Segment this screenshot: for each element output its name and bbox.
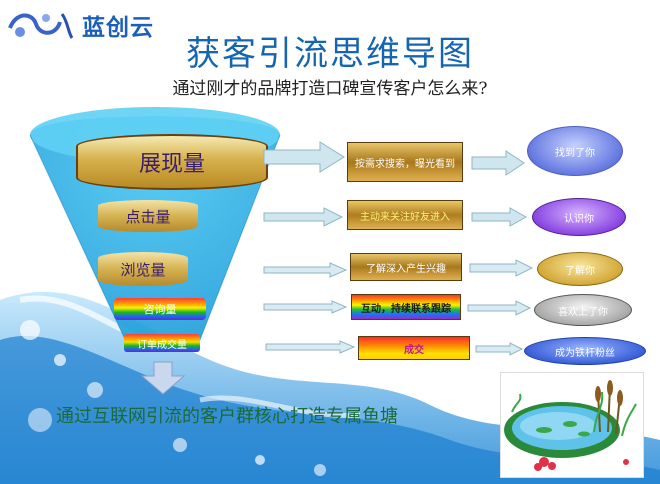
arrow-right-icon — [471, 150, 525, 176]
brand-name: 蓝创云 — [82, 15, 154, 41]
page-subtitle: 通过刚才的品牌打造口碑宣传客户怎么来? — [172, 79, 488, 99]
arrow-right-icon — [469, 259, 534, 277]
arrow-right-icon — [475, 342, 524, 356]
footer-caption: 通过互联网引流的客户群核心打造专属鱼塘 — [56, 406, 398, 427]
arrow-right-icon — [265, 340, 356, 354]
arrow-right-icon — [263, 262, 348, 278]
step-box-deal: 成交 — [358, 336, 470, 360]
arrow-down-icon — [140, 361, 186, 395]
funnel-level-views: 浏览量 — [98, 252, 188, 286]
arrow-right-icon — [263, 300, 348, 314]
outcome-loyal-fan: 成为铁杆粉丝 — [524, 337, 646, 365]
arrow-right-icon — [263, 141, 345, 173]
step-box-follow-friend: 主动来关注好友进入 — [347, 200, 463, 230]
outcome-like-you: 喜欢上了你 — [534, 294, 632, 326]
outcome-understand-you: 了解你 — [537, 252, 623, 286]
outcome-found-you: 找到了你 — [527, 126, 623, 176]
arrow-right-icon — [467, 300, 532, 316]
step-box-interest: 了解深入产生兴趣 — [350, 253, 462, 281]
arrow-right-icon — [263, 207, 344, 227]
page-title: 获客引流思维导图 — [186, 34, 474, 74]
logo-swirl-icon — [8, 13, 74, 39]
funnel-level-clicks: 点击量 — [98, 200, 198, 232]
funnel-level-impressions: 展现量 — [76, 134, 268, 190]
step-box-interaction: 互动，持续联系跟踪 — [351, 294, 461, 320]
outcome-know-you: 认识你 — [532, 198, 626, 236]
pond-illustration-icon — [504, 380, 637, 471]
arrow-right-icon — [471, 207, 528, 227]
funnel-level-inquiries: 咨询量 — [114, 298, 206, 320]
step-box-search-exposure: 按需求搜索，曝光看到 — [347, 142, 463, 182]
funnel-level-orders: 订单成交量 — [124, 334, 200, 352]
